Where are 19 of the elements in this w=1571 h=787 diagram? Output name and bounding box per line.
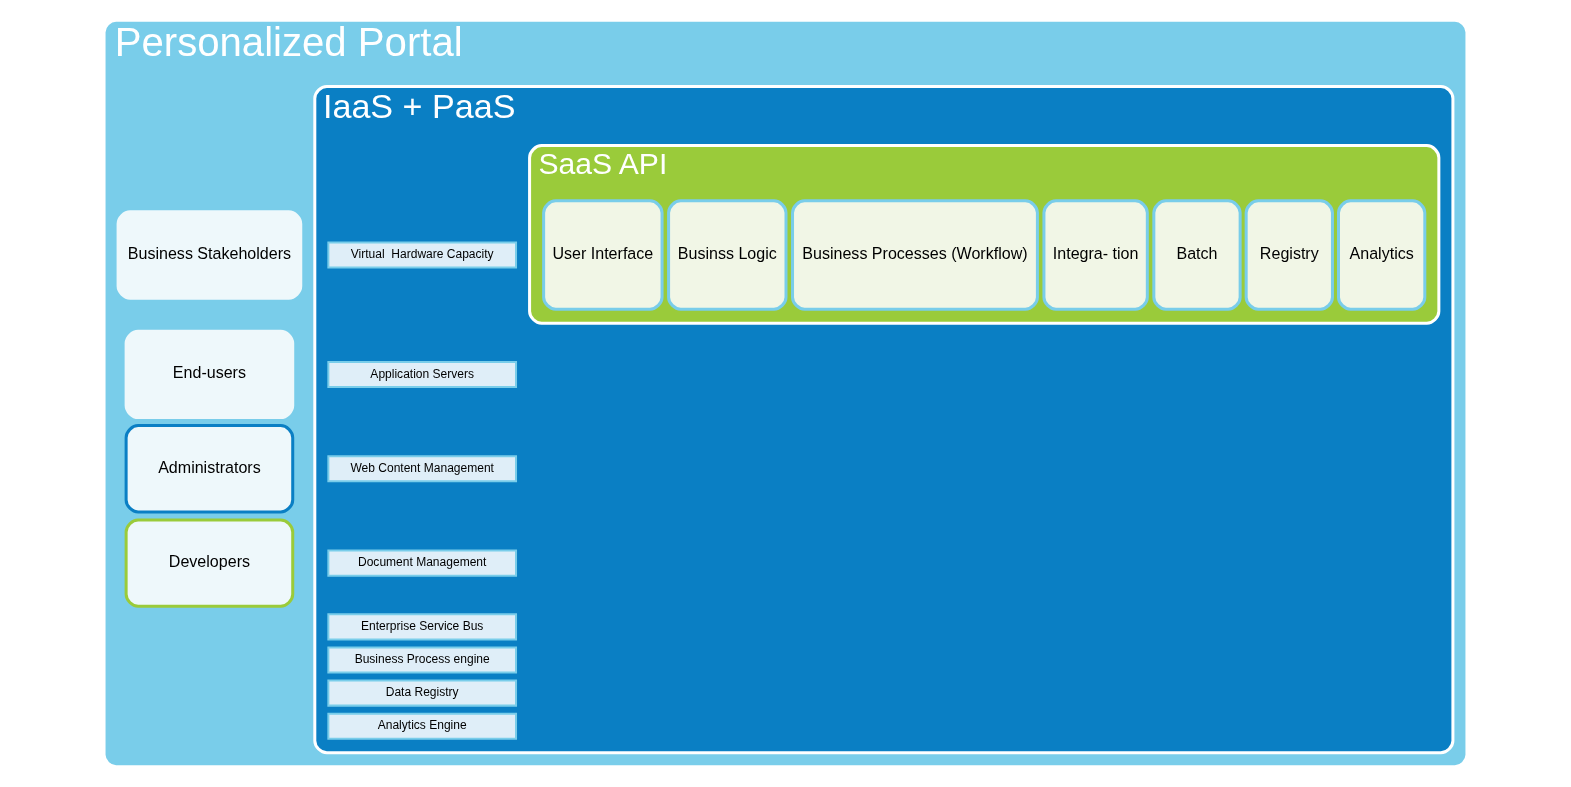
node-box: Businss Logic <box>667 199 788 311</box>
node-box: Administrators <box>124 424 295 514</box>
node-box: Document Management <box>327 549 518 577</box>
node-box: Analytics <box>1337 199 1427 311</box>
node-box: Data Registry <box>327 679 518 707</box>
node-box: Web Content Management <box>327 455 518 483</box>
node-box: Business Processes (Workflow) <box>791 199 1039 311</box>
node-box: End-users <box>124 329 295 420</box>
node-box: Enterprise Service Bus <box>327 613 518 641</box>
node-box: Business Process engine <box>327 646 518 674</box>
node-box: Analytics Engine <box>327 712 518 740</box>
node-box: Integra- tion <box>1042 199 1149 311</box>
node-box: Business Stakeholders <box>116 210 303 300</box>
node-box: Registry <box>1244 199 1334 311</box>
node-box: Application Servers <box>327 360 518 388</box>
node-box: Batch <box>1152 199 1242 311</box>
node-box: Developers <box>124 518 295 608</box>
node-box: User Interface <box>542 199 664 311</box>
node-box: Virtual Hardware Capacity <box>327 241 518 269</box>
